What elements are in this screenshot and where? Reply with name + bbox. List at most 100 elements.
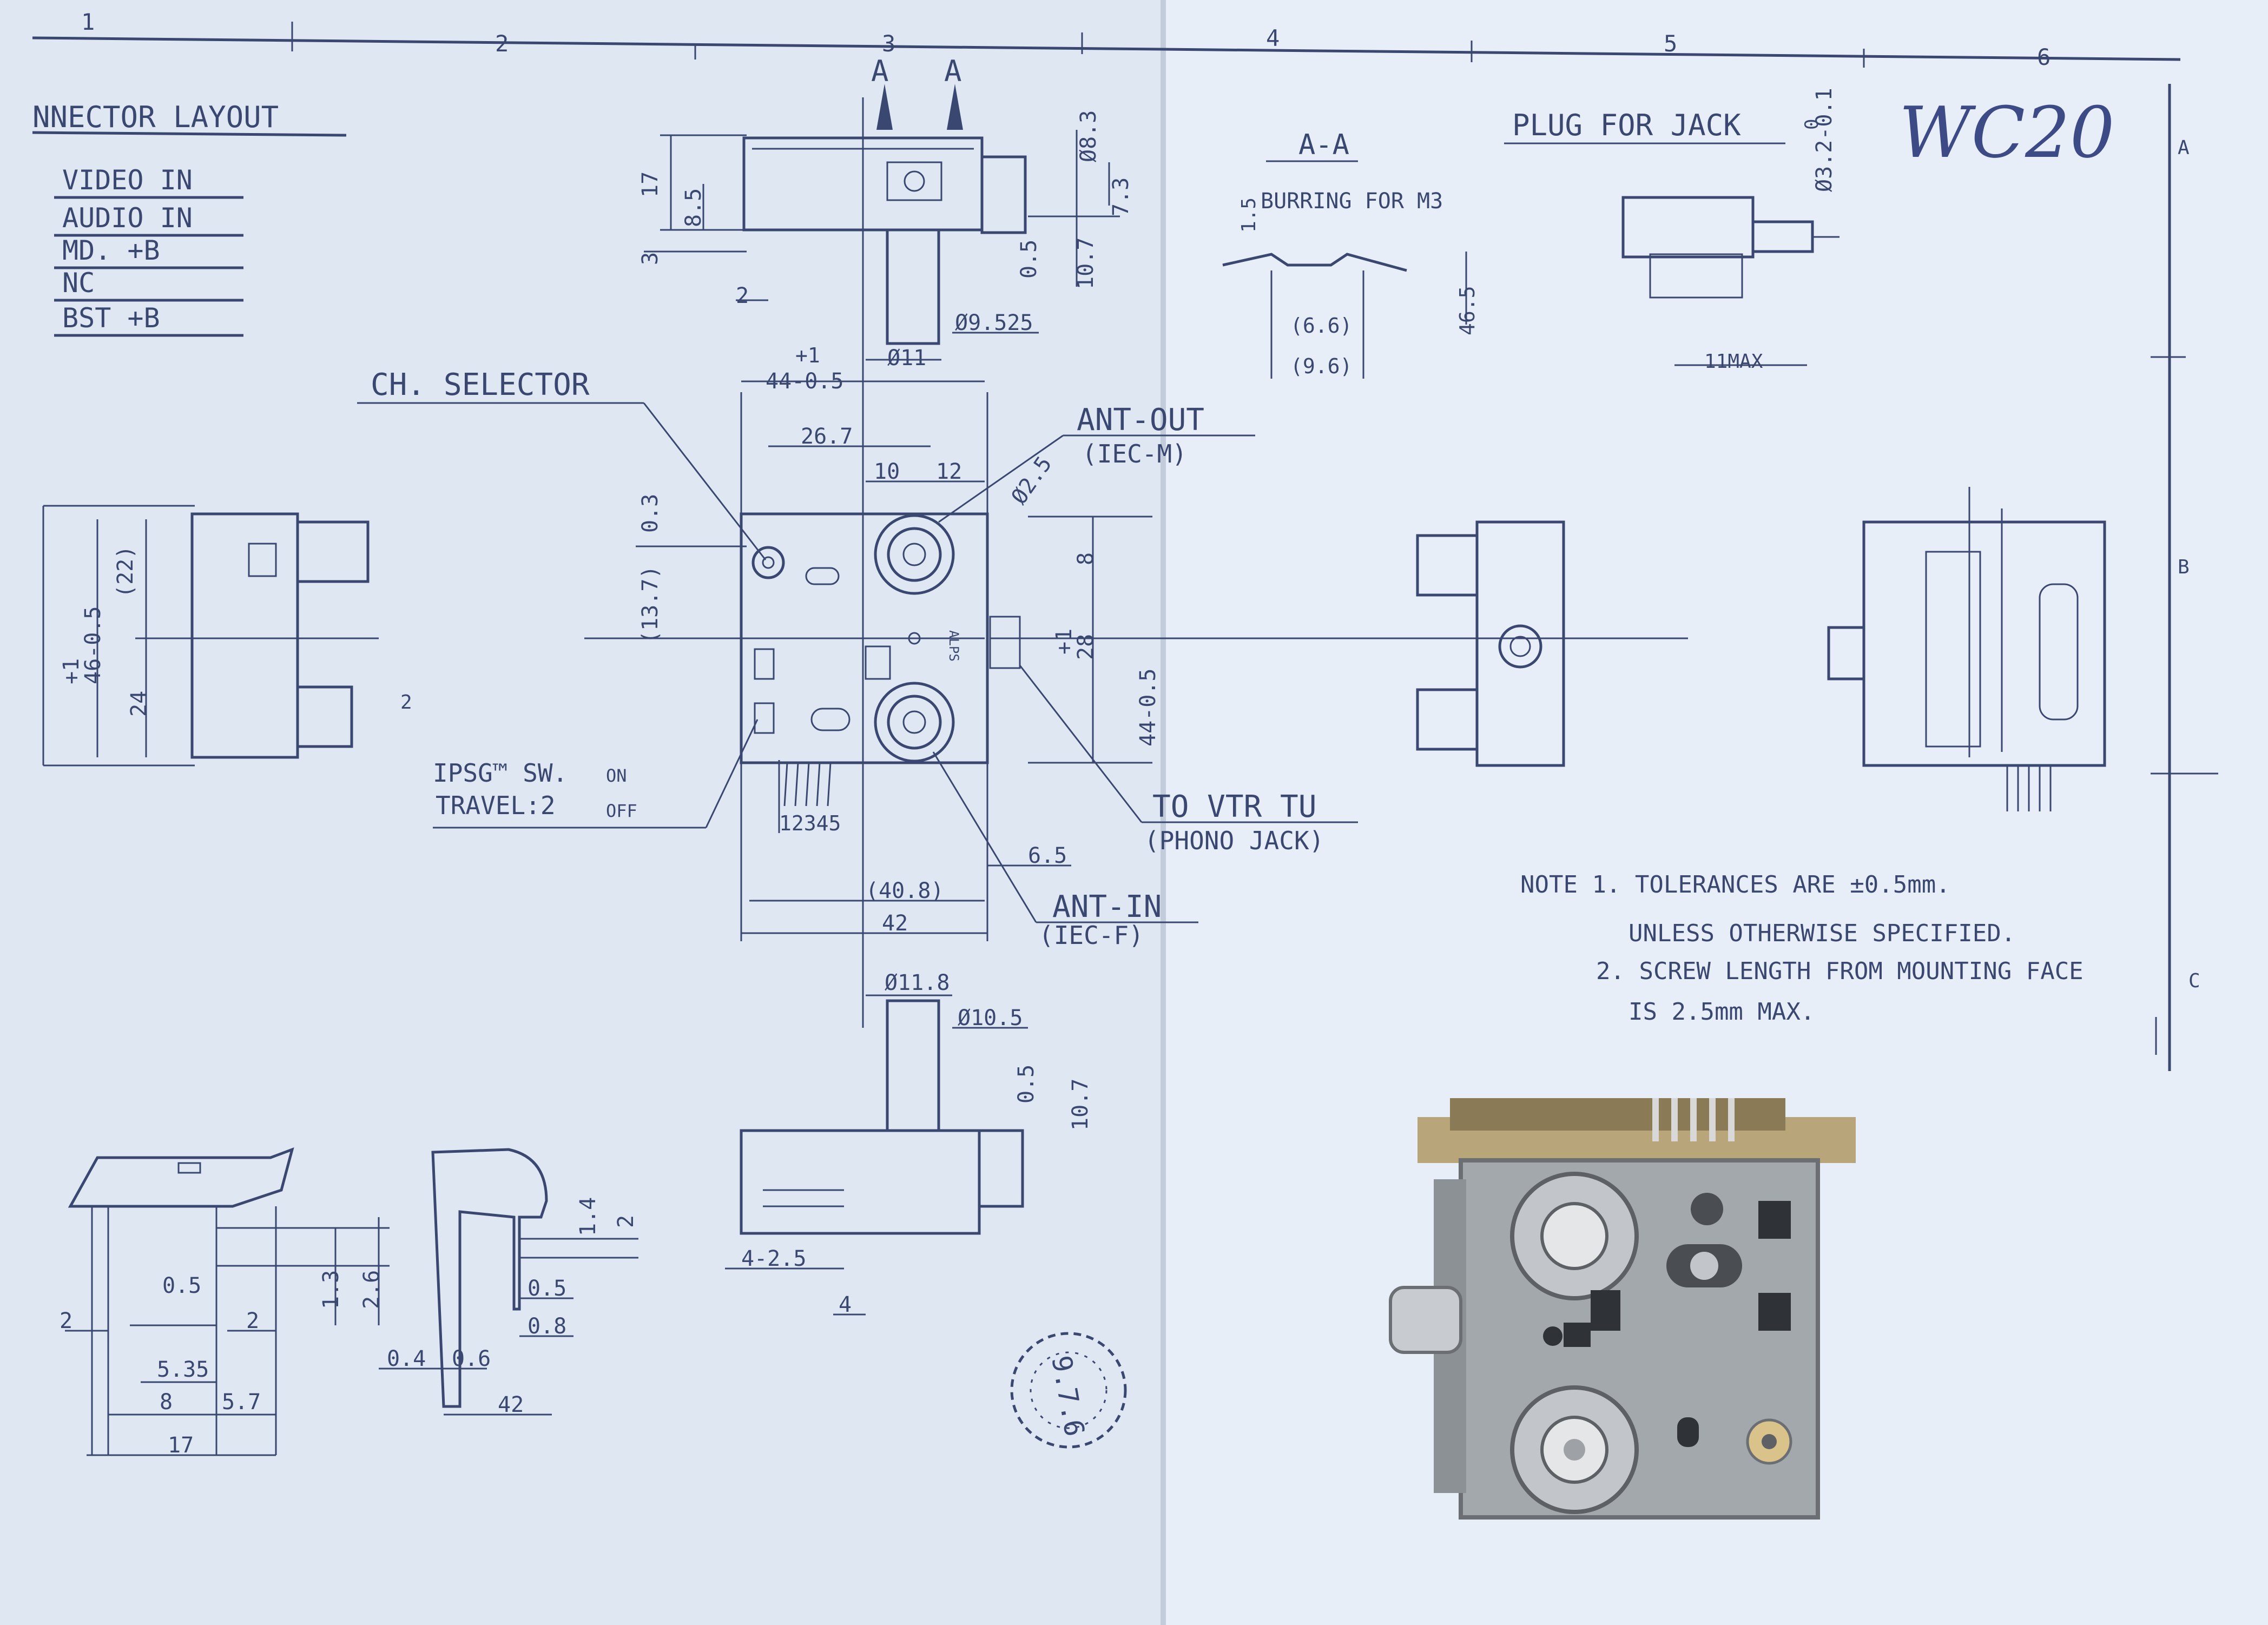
dim-8-5: 8.5 — [681, 188, 706, 227]
dim-bottom-10-7: 10.7 — [1068, 1079, 1093, 1131]
dim-aa-9-6: (9.6) — [1290, 354, 1352, 378]
dim-24: 24 — [127, 691, 151, 717]
dim-8: 8 — [1073, 552, 1098, 565]
sheet-border: 1 2 3 4 5 6 A B C — [32, 9, 2218, 1071]
section-mark-left: A — [871, 54, 889, 88]
connector-layout-table: NNECTOR LAYOUT VIDEO IN AUDIO IN MD. +B … — [32, 100, 347, 337]
zone-col-2: 2 — [495, 30, 509, 57]
notes-block: NOTE 1. TOLERANCES ARE ±0.5mm. UNLESS OT… — [1520, 871, 2084, 1026]
plug-title: PLUG FOR JACK — [1512, 108, 1741, 142]
zone-row-b: B — [2178, 556, 2190, 578]
dim-0-3: 0.3 — [638, 494, 663, 533]
connector-layout-title: NNECTOR LAYOUT — [32, 100, 279, 134]
rear-pin-row — [2006, 765, 2052, 811]
rear-view — [1827, 487, 2106, 811]
dim-17: 17 — [638, 171, 663, 197]
to-vtr-label: TO VTR TU — [1152, 789, 1316, 824]
travel-off: OFF — [606, 801, 637, 821]
dim-aa-1-5: 1.5 — [1238, 197, 1260, 233]
section-aa-title: A-A — [1298, 129, 1349, 161]
dim-3: 3 — [638, 252, 663, 265]
connector-pin-2: AUDIO IN — [62, 202, 193, 234]
dim-pin-2-right: 2 — [246, 1309, 259, 1333]
dim-pr-42: 42 — [498, 1392, 524, 1417]
dim-6-5: 6.5 — [1028, 843, 1067, 868]
pin-numbers: 12345 — [779, 811, 841, 835]
dim-pin-8: 8 — [160, 1390, 173, 1415]
dim-pr-2: 2 — [614, 1215, 638, 1228]
section-mark-right: A — [944, 54, 962, 88]
tuner-pins — [1652, 1098, 1735, 1141]
dim-plus1: +1 — [795, 344, 820, 367]
handwritten-label: WC20 — [1899, 91, 2115, 174]
note-1b: UNLESS OTHERWISE SPECIFIED. — [1629, 920, 2015, 947]
to-vtr-sub-label: (PHONO JACK) — [1144, 826, 1324, 855]
callout-labels: CH. SELECTOR ANT-OUT (IEC-M) TO VTR TU (… — [357, 367, 1358, 950]
dim-o10-5: Ø10.5 — [958, 1006, 1023, 1031]
dim-o11-8: Ø11.8 — [885, 970, 950, 995]
dim-pin-2-left: 2 — [60, 1309, 72, 1333]
zone-col-5: 5 — [1664, 30, 1677, 57]
dim-26-7: 26.7 — [801, 424, 853, 449]
dim-left-plus1: +1 — [59, 658, 84, 684]
right-side-view — [1416, 520, 1565, 767]
pin-detail-right: 1.4 2 0.5 0.8 0.4 0.6 42 — [379, 1148, 638, 1417]
brand-text: ALPS — [946, 630, 961, 662]
bottom-view: Ø11.8 Ø10.5 0.5 10.7 4-2.5 4 — [725, 970, 1093, 1317]
section-aa: A-A BURRING FOR M3 1.5 (6.6) (9.6) 46.5 — [1222, 129, 1479, 379]
dim-28: 28 — [1073, 634, 1098, 660]
dim-44-0-5: 44-0.5 — [766, 369, 844, 394]
dim-pr-0-5: 0.5 — [528, 1276, 566, 1301]
zone-col-6: 6 — [2037, 44, 2051, 70]
dim-2: 2 — [736, 283, 749, 308]
dim-plug-0: 0 — [1801, 119, 1823, 130]
dim-plus1-right: +1 — [1052, 629, 1077, 655]
note-1: NOTE 1. TOLERANCES ARE ±0.5mm. — [1520, 871, 1950, 899]
pin-detail-left: 2 0.5 2 5.35 8 5.7 17 1.3 2.6 — [60, 1147, 390, 1458]
zone-col-4: 4 — [1266, 25, 1280, 51]
zone-col-3: 3 — [882, 30, 895, 57]
top-view: A A 17 8.5 3 2 Ø8.3 7.3 0.5 10.7 Ø9.525 … — [638, 54, 1133, 1028]
dim-44-0-5-right: 44-0.5 — [1136, 669, 1161, 747]
dim-o9-525: Ø9.525 — [955, 311, 1033, 335]
front-view: +1 44-0.5 26.7 10 12 Ø2.5 ALPS +1 8 28 — [584, 344, 1688, 941]
dim-40-8: (40.8) — [866, 878, 944, 903]
ipsg-on: ON — [606, 765, 627, 786]
dim-pin-5-7: 5.7 — [222, 1390, 261, 1415]
dim-pin-17: 17 — [168, 1433, 194, 1458]
zone-col-1: 1 — [81, 9, 95, 35]
note-2: 2. SCREW LENGTH FROM MOUNTING FACE — [1596, 957, 2084, 985]
plug-for-jack: PLUG FOR JACK Ø3.2-0.1 0 11MAX — [1504, 88, 1840, 373]
dim-12: 12 — [936, 459, 962, 484]
tuner-photo — [1389, 1098, 1856, 1520]
dim-pr-0-8: 0.8 — [528, 1314, 566, 1339]
zone-row-a: A — [2178, 137, 2190, 159]
dim-aa-46-5: 46.5 — [1455, 286, 1479, 335]
dim-plug-11max: 11MAX — [1704, 351, 1763, 373]
dim-pin-0-5: 0.5 — [162, 1273, 201, 1298]
dim-10-7: 10.7 — [1073, 237, 1098, 289]
dim-aa-6-6: (6.6) — [1290, 314, 1352, 338]
connector-pin-5: BST +B — [62, 302, 160, 334]
pin-row — [783, 762, 832, 807]
dim-22: (22) — [113, 546, 138, 598]
dim-pr-0-6: 0.6 — [452, 1346, 491, 1371]
connector-pin-1: VIDEO IN — [62, 164, 193, 196]
dim-left-2: 2 — [400, 691, 412, 714]
dim-pin-1-3: 1.3 — [319, 1270, 344, 1309]
zone-row-c: C — [2188, 970, 2200, 992]
dim-pin-2-6: 2.6 — [359, 1270, 384, 1309]
dim-o8-3: Ø8.3 — [1076, 110, 1101, 162]
dim-o11: Ø11 — [887, 346, 926, 371]
dim-0-5: 0.5 — [1017, 240, 1041, 279]
dim-13-7: (13.7) — [638, 566, 663, 644]
ant-in-sub-label: (IEC-F) — [1039, 921, 1144, 950]
note-2b: IS 2.5mm MAX. — [1629, 998, 1815, 1026]
travel-label: TRAVEL:2 — [436, 791, 556, 820]
dim-pr-1-4: 1.4 — [576, 1197, 601, 1236]
dim-pin-5-35: 5.35 — [157, 1357, 209, 1382]
ant-out-sub-label: (IEC-M) — [1082, 439, 1187, 468]
dim-plug-o3-2: Ø3.2-0.1 — [1812, 88, 1837, 192]
left-side-view: +1 46-0.5 (22) 24 2 — [42, 505, 412, 767]
